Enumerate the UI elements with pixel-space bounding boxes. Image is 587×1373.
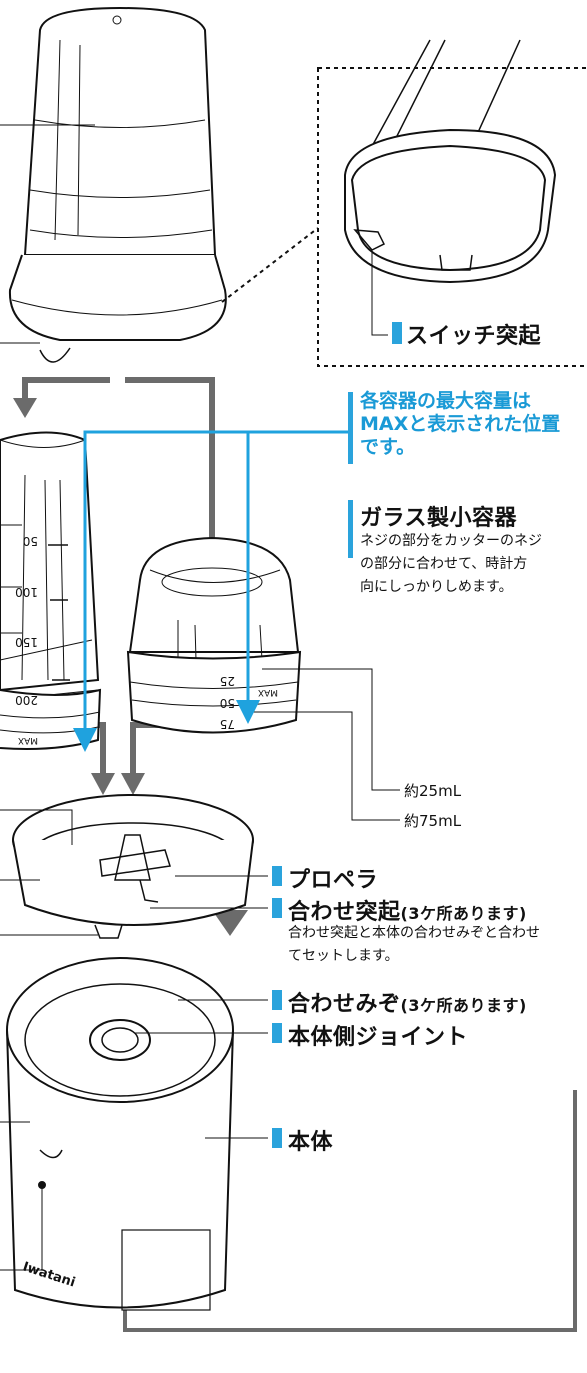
leader-line [250,711,400,821]
cutter-unit-illustration [12,794,254,939]
leader-line [262,668,400,791]
label-marker [272,866,282,886]
body-side-joint-label: 本体側ジョイント [288,1025,469,1050]
glass-desc-line2: の部分に合わせて、時計方 [360,556,528,572]
glass-desc-line3: 向にしっかりしめます。 [360,579,513,595]
large-scale-marks: 50 100 150 200 MAX [15,534,38,745]
main-body-label: 本体 [288,1130,334,1155]
scale-max-mark: MAX [258,687,278,697]
max-capacity-line1: 各容器の最大容量は [360,390,532,412]
switch-detail-illustration [344,39,557,284]
detail-box [317,67,587,367]
approx-75ml-label: 約75mL [404,812,462,830]
label-marker [272,1128,282,1148]
alignment-groove-label: 合わせみぞ(3ケ所あります) [288,992,527,1017]
propeller-label: プロペラ [288,868,379,893]
scale-200-mark: 200 [15,693,38,707]
max-capacity-line3: です。 [360,436,416,458]
label-marker [348,392,353,464]
label-marker [272,1023,282,1043]
glass-desc-line1: ネジの部分をカッターのネジ [360,533,542,549]
alignment-protrusion-label: 合わせ突起(3ケ所あります) [288,900,527,925]
alignment-desc-line1: 合わせ突起と本体の合わせみぞと合わせ [288,925,540,941]
switch-protrusion-label: スイッチ突起 [406,324,542,349]
glass-small-container-heading: ガラス製小容器 [360,506,518,531]
label-marker [272,990,282,1010]
alignment-desc-line2: てセットします。 [288,948,399,964]
alignment-groove-note: (3ケ所あります) [400,996,527,1015]
max-capacity-line2: MAXと表示された位置 [360,413,561,435]
approx-25ml-label: 約25mL [404,782,462,800]
label-marker [272,898,282,918]
main-body-illustration [6,957,234,1311]
scale-50-mark: 50 [220,696,235,710]
label-marker [348,500,353,558]
small-scale-marks: 25 50 75 MAX [220,674,278,731]
scale-50-mark: 50 [23,534,38,548]
large-container-illustration [8,6,227,363]
leader-line [0,1185,43,1271]
scale-max-mark: MAX [18,735,38,745]
label-marker [392,322,402,344]
max-indicator-lines [73,430,350,752]
scale-75-mark: 75 [220,717,235,731]
scale-100-mark: 100 [15,585,38,599]
leader-line [0,809,73,845]
scale-25-mark: 25 [220,674,235,688]
leader-line [371,250,388,336]
alignment-protrusion-note: (3ケ所あります) [400,904,527,923]
small-glass-container-illustration [126,536,302,734]
connector-line [123,1090,577,1332]
scale-150-mark: 150 [15,635,38,649]
brand-logo: Iwatani [21,1260,77,1291]
